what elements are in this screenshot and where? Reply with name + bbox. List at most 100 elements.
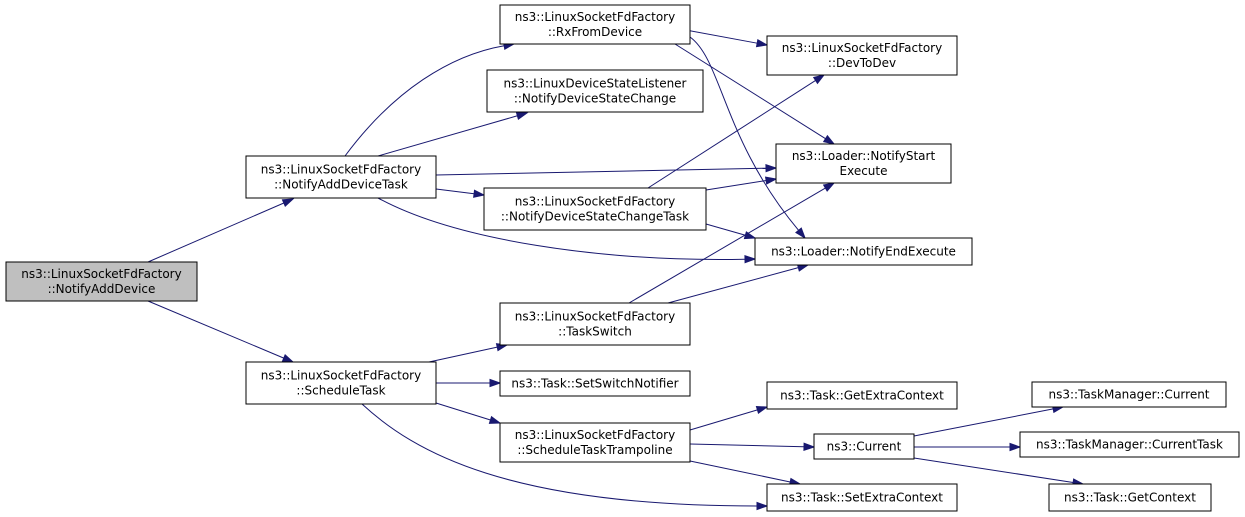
node-label-line: ::NotifyAddDeviceTask: [274, 178, 408, 192]
edge-line: [435, 402, 491, 421]
node-box: [766, 381, 958, 410]
node-box: [245, 361, 437, 405]
edge-line: [435, 188, 475, 195]
arrowhead-icon: [489, 378, 502, 388]
node-current[interactable]: ns3::Current: [813, 433, 915, 460]
node-label-line: ns3::Loader::NotifyEndExecute: [771, 245, 956, 259]
node-box: [1019, 431, 1240, 458]
edge-task-switch-to-notify-end-execute: [667, 263, 810, 304]
arrowhead-icon: [281, 198, 295, 208]
edge-line: [913, 408, 1054, 437]
node-label-line: ns3::LinuxSocketFdFactory: [515, 10, 675, 24]
edge-notify-add-device-task-to-notify-end-execute: [377, 197, 757, 264]
node-root[interactable]: ns3::LinuxSocketFdFactory::NotifyAddDevi…: [5, 261, 198, 302]
node-label-line: ::NotifyDeviceStateChangeTask: [501, 210, 689, 224]
node-set-switch-notifier[interactable]: ns3::Task::SetSwitchNotifier: [499, 370, 691, 397]
arrowhead-icon: [822, 182, 836, 192]
edge-notify-add-device-task-to-notify-device-state-change-task: [435, 188, 486, 198]
node-task-manager-current[interactable]: ns3::TaskManager::Current: [1031, 381, 1227, 408]
edge-current-to-task-manager-current: [913, 404, 1065, 437]
arrowhead-icon: [488, 415, 502, 424]
node-label-line: ns3::TaskManager::Current: [1048, 388, 1209, 402]
edge-line: [689, 443, 805, 448]
node-get-extra-context[interactable]: ns3::Task::GetExtraContext: [766, 381, 958, 410]
edge-line: [377, 115, 518, 157]
arrowhead-icon: [765, 164, 778, 173]
node-label-line: ::ScheduleTaskTrampoline: [517, 443, 672, 457]
edge-schedule-task-trampoline-to-current: [689, 442, 816, 451]
node-box: [766, 35, 958, 76]
node-notify-end-execute[interactable]: ns3::Loader::NotifyEndExecute: [754, 237, 973, 266]
arrowhead-icon: [756, 501, 769, 511]
node-box: [245, 155, 437, 199]
arrowhead-icon: [515, 111, 529, 120]
node-label-line: ::NotifyDeviceStateChange: [514, 92, 676, 106]
node-task-switch[interactable]: ns3::LinuxSocketFdFactory::TaskSwitch: [499, 302, 691, 346]
node-box: [754, 237, 973, 266]
edge-notify-device-state-change-task-to-dev-to-dev: [647, 74, 826, 189]
node-label-line: ns3::LinuxSocketFdFactory: [515, 195, 675, 209]
edge-line: [147, 300, 284, 359]
node-box: [775, 143, 952, 184]
edge-line: [361, 403, 758, 507]
node-label-line: ns3::LinuxSocketFdFactory: [782, 41, 942, 55]
node-label-line: ns3::Current: [827, 440, 902, 454]
node-label-line: ns3::LinuxSocketFdFactory: [261, 163, 421, 177]
arrowhead-icon: [795, 227, 806, 240]
edge-line: [428, 346, 498, 363]
edge-current-to-get-context: [913, 457, 1085, 487]
edge-line: [147, 202, 285, 263]
edge-line: [705, 180, 767, 191]
arrowhead-icon: [812, 74, 826, 85]
edge-line: [435, 167, 767, 176]
edge-line: [667, 267, 799, 304]
node-label-line: ::RxFromDevice: [548, 25, 642, 39]
arrowhead-icon: [1009, 442, 1022, 452]
node-schedule-task-trampoline[interactable]: ns3::LinuxSocketFdFactory::ScheduleTaskT…: [499, 422, 691, 463]
node-box: [499, 370, 691, 397]
edge-schedule-task-to-set-switch-notifier: [436, 378, 502, 388]
arrowhead-icon: [473, 189, 486, 198]
node-label-line: ns3::Task::SetExtraContext: [781, 491, 943, 505]
edge-line: [344, 45, 505, 157]
node-notify-add-device-task[interactable]: ns3::LinuxSocketFdFactory::NotifyAddDevi…: [245, 155, 437, 199]
node-get-context[interactable]: ns3::Task::GetContext: [1048, 483, 1212, 512]
node-box: [1031, 381, 1227, 408]
node-label-line: ns3::LinuxSocketFdFactory: [21, 267, 181, 281]
node-set-extra-context[interactable]: ns3::Task::SetExtraContext: [766, 483, 958, 512]
edge-line: [628, 187, 826, 304]
node-dev-to-dev[interactable]: ns3::LinuxSocketFdFactory::DevToDev: [766, 35, 958, 76]
node-rx-from-device[interactable]: ns3::LinuxSocketFdFactory::RxFromDevice: [499, 4, 691, 45]
arrowhead-icon: [755, 38, 769, 48]
edge-schedule-task-to-set-extra-context: [361, 403, 769, 511]
edge-line: [689, 36, 799, 231]
edge-schedule-task-to-schedule-task-trampoline: [435, 402, 502, 424]
node-box: [486, 69, 704, 113]
edge-line: [674, 43, 826, 140]
edge-schedule-task-trampoline-to-set-extra-context: [689, 460, 802, 486]
node-label-line: Execute: [840, 164, 888, 178]
edge-schedule-task-to-task-switch: [428, 343, 509, 363]
arrowhead-icon: [744, 255, 757, 264]
edge-line: [647, 79, 816, 189]
node-box: [483, 187, 707, 231]
node-label-line: ::DevToDev: [828, 56, 896, 70]
node-task-manager-current-task[interactable]: ns3::TaskManager::CurrentTask: [1019, 431, 1240, 458]
node-box: [499, 422, 691, 463]
edge-line: [705, 223, 746, 236]
edge-line: [913, 457, 1074, 483]
edge-line: [689, 409, 758, 431]
node-label-line: ns3::LinuxSocketFdFactory: [515, 428, 675, 442]
arrowhead-icon: [755, 405, 769, 415]
node-schedule-task[interactable]: ns3::LinuxSocketFdFactory::ScheduleTask: [245, 361, 437, 405]
node-notify-device-state-change-task[interactable]: ns3::LinuxSocketFdFactory::NotifyDeviceS…: [483, 187, 707, 231]
node-label-line: ns3::Task::GetContext: [1064, 491, 1196, 505]
edge-rx-from-device-to-notify-start-execute: [674, 43, 836, 145]
node-notify-device-state-change[interactable]: ns3::LinuxDeviceStateListener::NotifyDev…: [486, 69, 704, 113]
nodes-layer: ns3::LinuxSocketFdFactory::NotifyAddDevi…: [5, 4, 1240, 512]
node-label-line: ns3::Task::SetSwitchNotifier: [511, 377, 678, 391]
arrowhead-icon: [803, 442, 816, 451]
node-box: [499, 4, 691, 45]
